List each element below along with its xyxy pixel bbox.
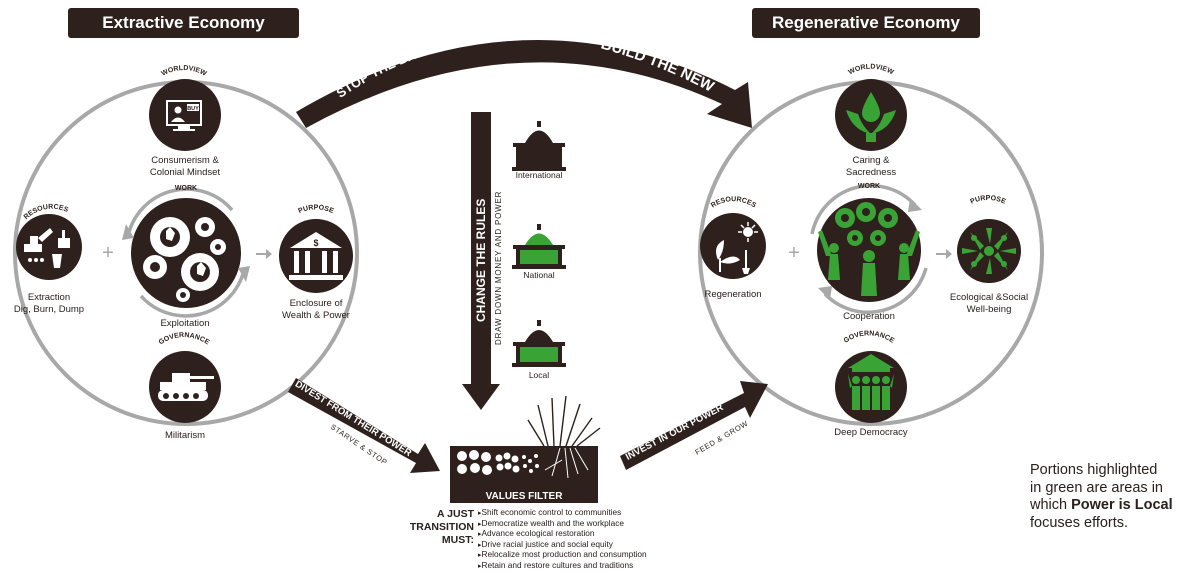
extractive-purpose-label: PURPOSE — [297, 204, 335, 215]
extractive-resources-caption-line2: Dig, Burn, Dump — [13, 303, 85, 315]
tv-buy-icon — [166, 100, 202, 131]
extractive-worldview-caption-line1: Consumerism & — [151, 155, 219, 166]
international-building-icon — [512, 121, 566, 171]
note-line1: Portions highlighted — [1030, 462, 1158, 478]
list-item: Advance ecological restoration — [478, 529, 678, 540]
invest-arrow — [620, 381, 768, 470]
extractive-purpose-caption-line1: Enclosure of — [289, 298, 343, 309]
buy-text: BUY — [187, 106, 199, 112]
cooperation-gears-icon — [818, 202, 920, 296]
note-line3-prefix: which — [1030, 497, 1072, 513]
gears-icon — [143, 217, 226, 302]
list-item: Shift economic control to communities — [478, 507, 678, 519]
international-label: International — [516, 170, 563, 180]
extractive-economy-title: Extractive Economy — [68, 8, 299, 38]
note-line4: focuses efforts. — [1030, 514, 1129, 531]
extractive-governance-label: GOVERNANCE — [158, 332, 211, 347]
change-rules-text: CHANGE THE RULES — [474, 199, 488, 322]
national-building-icon — [512, 224, 566, 269]
list-item: Relocalize most production and consumpti… — [478, 550, 678, 561]
just-transition-heading: A JUST TRANSITION MUST: — [396, 508, 474, 547]
regenerative-resources-caption: Regeneration — [704, 289, 762, 300]
extractive-work-label: WORK — [175, 185, 197, 192]
regenerative-worldview-label: WORLDVIEW — [848, 64, 895, 77]
extractive-governance-caption: Militarism — [164, 430, 206, 441]
wellbeing-people-icon — [962, 228, 1016, 274]
change-rules-arrow — [462, 112, 500, 410]
just-transition-heading-line2: TRANSITION — [409, 521, 474, 533]
regenerative-governance-label: GOVERNANCE — [843, 330, 896, 345]
extractive-resources-caption: Extraction Dig, Burn, Dump — [0, 292, 98, 315]
invest-text: INVEST IN OUR POWER — [624, 402, 725, 463]
tank-icon — [158, 373, 214, 401]
regenerative-work-caption: Cooperation — [843, 311, 895, 322]
arrow-to-purpose — [256, 249, 272, 259]
arrow-to-wellbeing — [936, 249, 952, 259]
top-arc-arrow — [296, 40, 752, 128]
regenerative-resources-label: RESOURCES — [710, 196, 757, 210]
divest-arrow — [288, 378, 440, 473]
extractive-purpose-circle — [279, 219, 353, 293]
community-house-icon — [848, 354, 894, 410]
local-building-icon — [512, 320, 566, 367]
extractive-purpose-caption-line2: Wealth & Power — [282, 309, 350, 321]
regenerative-worldview-caption-line2: Sacredness — [845, 166, 897, 178]
bank-icon — [289, 232, 343, 280]
list-item: Democratize wealth and the workplace — [478, 518, 678, 530]
regeneration-icon — [716, 222, 758, 274]
divest-text: DIVEST FROM THEIR POWER — [293, 379, 413, 459]
extractive-resources-circle — [16, 214, 82, 280]
extractive-resources-caption-line1: Extraction — [27, 292, 71, 303]
regenerative-work-label: WORK — [858, 183, 880, 190]
list-item: Retain and restore cultures and traditio… — [478, 560, 678, 572]
hands-water-drop-icon — [846, 92, 896, 142]
just-transition-heading-line1: A JUST — [437, 508, 474, 520]
green-highlight-note: Portions highlighted in green are areas … — [1030, 462, 1188, 532]
extraction-icon — [24, 228, 70, 268]
plus-symbol-right: + — [788, 242, 800, 264]
draw-down-text: DRAW DOWN MONEY AND POWER — [494, 191, 503, 345]
extractive-purpose-caption: Enclosure of Wealth & Power — [266, 298, 366, 321]
extractive-worldview-caption: Consumerism & Colonial Mindset — [135, 155, 235, 178]
regenerative-purpose-caption-line2: Well-being — [966, 303, 1012, 315]
regenerative-governance-caption: Deep Democracy — [834, 427, 908, 438]
regenerative-purpose-label: PURPOSE — [969, 195, 1007, 206]
just-transition-heading-line3: MUST: — [441, 534, 474, 546]
regenerative-worldview-caption: Caring & Sacredness — [821, 155, 921, 178]
regenerative-resources-circle — [700, 213, 766, 279]
regenerative-purpose-caption-line1: Ecological &Social — [949, 292, 1029, 303]
values-filter-label: VALUES FILTER — [486, 491, 564, 502]
regenerative-economy-title: Regenerative Economy — [752, 8, 980, 38]
regenerative-worldview-caption-line1: Caring & — [852, 155, 890, 166]
extractive-worldview-caption-line2: Colonial Mindset — [149, 166, 221, 178]
values-filter-icon — [450, 395, 601, 503]
local-label: Local — [529, 370, 549, 380]
extractive-worldview-label: WORLDVIEW — [161, 65, 208, 78]
note-line2: in green are areas in — [1030, 479, 1163, 496]
dollar-icon: $ — [313, 238, 318, 248]
list-item: Drive racial justice and social equity — [478, 539, 678, 551]
regenerative-purpose-caption: Ecological &Social Well-being — [934, 292, 1044, 315]
extractive-work-caption: Exploitation — [160, 318, 210, 329]
note-line3-bold: Power is Local — [1071, 497, 1173, 513]
just-transition-list: Shift economic control to communities De… — [478, 507, 678, 572]
plus-symbol: + — [102, 242, 114, 264]
national-label: National — [523, 270, 554, 280]
note-line3: which Power is Local — [1030, 497, 1188, 515]
